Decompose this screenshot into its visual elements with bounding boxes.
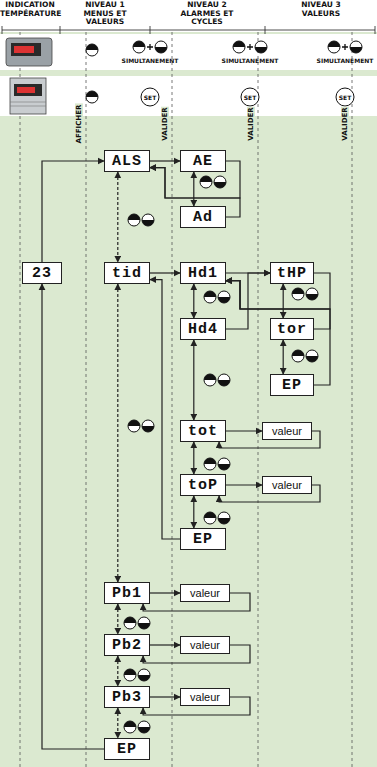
display-box: ALS [104,150,150,172]
menu-connector [193,442,194,474]
menu-connector [150,644,180,645]
menu-connector [150,280,180,539]
value-box: valeur [180,636,230,654]
display-box: Ad [180,206,226,228]
menu-code: Ad [193,209,213,226]
menu-connector [117,284,118,582]
menu-code: AE [193,153,213,170]
value-box: valeur [262,476,312,494]
display-box: tot [180,420,226,442]
display-box: EP [180,528,226,550]
menu-connector [283,340,284,374]
menu-code: tid [112,265,142,282]
value-text: valeur [272,425,302,437]
menu-code: Pb3 [112,689,142,706]
display-box: EP [270,374,314,396]
display-box: 23 [22,262,62,284]
menu-connector [42,161,104,262]
menu-connector [226,430,262,431]
menu-code: 23 [32,265,52,282]
display-box: Pb1 [104,582,150,604]
display-box: toP [180,474,226,496]
display-box: tid [104,262,150,284]
display-box: Pb3 [104,686,150,708]
value-text: valeur [190,639,220,651]
menu-connector [193,340,194,420]
menu-connector [150,592,180,593]
menu-connector [150,160,180,161]
menu-connector [193,284,194,318]
menu-code: EP [117,741,137,758]
value-text: valeur [190,587,220,599]
menu-code: tor [277,321,307,338]
display-box: Hd1 [180,262,226,284]
action-label: VALIDER [161,106,169,141]
button-note: SIMULTANEMENT [122,57,179,64]
menu-connector [193,496,194,528]
value-text: valeur [190,691,220,703]
menu-code: Hd1 [188,265,218,282]
value-box: valeur [180,584,230,602]
column-header: NIVEAU 3 VALEURS [291,1,351,18]
menu-code: tHP [277,265,307,282]
display-box: Pb2 [104,634,150,656]
display-box: EP [104,738,150,760]
menu-connector [117,708,118,738]
column-header: INDICATION TEMPÉRATURE [0,1,60,18]
action-label: AFFICHER [75,104,83,145]
menu-code: Pb1 [112,585,142,602]
menu-connector [150,696,180,697]
button-label: SET [144,94,157,101]
column-header: NIVEAU 2 ALARMES ET CYCLES [177,1,237,27]
menu-code: tot [188,423,218,440]
button-label: SET [244,94,257,101]
menu-connector [226,281,330,385]
menu-code: toP [188,477,218,494]
menu-code: ALS [112,153,142,170]
display-box: Hd4 [180,318,226,340]
button-note: SIMULTANEMENT [222,57,279,64]
button-note: SIMULTANEMENT [317,57,374,64]
menu-connector [150,272,180,273]
value-box: valeur [180,688,230,706]
display-box: AE [180,150,226,172]
menu-code: Hd4 [188,321,218,338]
menu-connector [117,604,118,634]
action-label: VALIDER [247,106,255,141]
display-box: tHP [270,262,314,284]
button-label: SET [339,94,352,101]
menu-connector [117,172,118,262]
value-box: valeur [262,422,312,440]
menu-connector [226,484,262,485]
menu-code: EP [193,531,213,548]
menu-code: Pb2 [112,637,142,654]
menu-connector [42,284,104,749]
value-text: valeur [272,479,302,491]
menu-code: EP [282,377,302,394]
action-label: VALIDER [341,106,349,141]
menu-connector [193,172,194,206]
menu-connector [226,273,270,329]
menu-connector [117,656,118,686]
column-header: NIVEAU 1 MENUS ET VALEURS [80,1,130,27]
menu-connector [283,284,284,318]
display-box: tor [270,318,314,340]
